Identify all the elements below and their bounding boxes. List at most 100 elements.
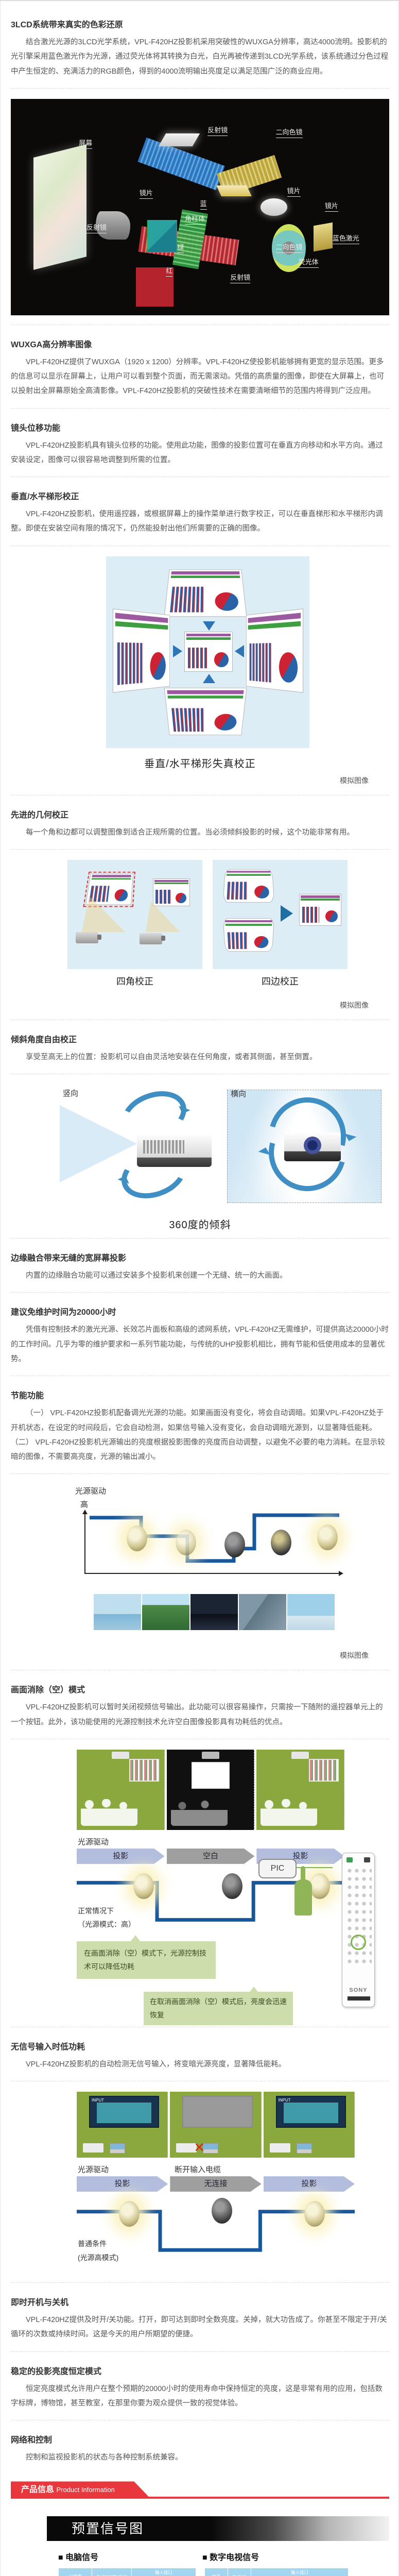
diagram-label: 蓝色激光 bbox=[332, 233, 359, 245]
mode-arrows: 投影 空白 投影 bbox=[77, 1848, 345, 1864]
arrow-projection: 投影 bbox=[77, 1848, 165, 1864]
pic-button[interactable]: PIC bbox=[258, 1858, 297, 1878]
banner-title-zh: 产品信息 bbox=[21, 2485, 55, 2495]
diagram-label: 红 bbox=[166, 265, 173, 277]
diagram-label: 二向色镜 bbox=[275, 127, 303, 139]
section-body: 凭借有控制技术的激光光源、长效芯片面板和高级的滤网系统，VPL-F420HZ无需… bbox=[11, 1326, 389, 1363]
diagram-label: 屏幕 bbox=[79, 138, 93, 149]
photo-night-city bbox=[190, 1594, 238, 1631]
phosphor-wheel-shape bbox=[272, 224, 306, 272]
section-body: VPL-F420HZ投影机具有镜头位移的功能。使用此功能，图像的投影位置可在垂直… bbox=[11, 441, 383, 464]
section-title: 镜头位移功能 bbox=[11, 423, 61, 433]
digital-tv-signal-header: ■ 数字电视信号 bbox=[202, 2553, 259, 2563]
section-body: VPL-F420HZ投影机可以暂时关闭视频信号输出。此功能可以很容易操作，只需按… bbox=[11, 1703, 383, 1726]
red-panel-shape bbox=[135, 267, 174, 307]
drive-label: 光源驱动 bbox=[78, 1837, 109, 1846]
figure-no-signal: INPUT ✕ INPUT 光源驱动 断开输入电缆 投影 bbox=[11, 2089, 389, 2283]
computer-signal-table: 分辨率fH [kHz]/fV [Hz]输入接口RGB *1DVI-D*3/HDM… bbox=[58, 2568, 197, 2576]
section-title: 即时开机与关机 bbox=[11, 2298, 69, 2308]
callout-brightness-restore: 在取消画面消除（空）模式后，亮度会迅速恢复 bbox=[144, 1986, 293, 2026]
section-title: 画面消除（空）模式 bbox=[11, 1686, 85, 1695]
3lcd-optical-diagram: 屏幕反射镜二向色镜镜片蓝镜片角柱体镜片蓝色激光绿荧光体反射镜红反射镜二向色镜 bbox=[11, 98, 389, 315]
figure-caption: 四角校正 bbox=[116, 976, 153, 987]
projection-scene bbox=[77, 1749, 165, 1830]
simulated-image-label: 模拟图像 bbox=[340, 776, 369, 785]
section-title: 网络和控制 bbox=[11, 2436, 53, 2445]
callout-power-saving: 在画面消除（空）模式下，光源控制技术可以降低功耗 bbox=[77, 1935, 216, 1979]
section-title: 节能功能 bbox=[11, 1392, 44, 1401]
horizontal-tilt-panel: 横向 bbox=[227, 1083, 381, 1206]
disconnected-scene: ✕ bbox=[170, 2092, 262, 2158]
lamp-dark bbox=[212, 2198, 232, 2224]
light-cone bbox=[82, 895, 125, 932]
diagram-label: 绿 bbox=[177, 242, 184, 253]
skewed-screen-top bbox=[164, 569, 247, 617]
section-energy-text: 节能功能 （一） VPL-F420HZ投影机配备调光光源的功能。如果画面没有变化… bbox=[11, 1383, 389, 1475]
section-title: WUXGA高分辨率图像 bbox=[11, 340, 92, 349]
section-geometry-text: 先进的几何校正 每一个角和边都可以调整图像到适合正规所需的位置。当必须倾斜投影的… bbox=[11, 803, 389, 850]
arrow-blank: 空白 bbox=[166, 1848, 255, 1864]
lens-disc-shape bbox=[261, 198, 287, 216]
prism-shape bbox=[147, 219, 178, 252]
pointing-hand-icon bbox=[294, 1866, 312, 1916]
diagram-label: 反射镜 bbox=[207, 125, 228, 137]
disconnect-x-icon: ✕ bbox=[194, 2140, 205, 2156]
diagram-label: 反射镜 bbox=[86, 222, 107, 234]
diagram-label: 蓝 bbox=[200, 198, 207, 210]
figure-energy: 光源驱动 高 模拟图像 bbox=[11, 1481, 389, 1671]
disconnect-label: 断开输入电缆 bbox=[175, 2165, 221, 2175]
connected-scene: INPUT bbox=[263, 2092, 355, 2158]
figure-blank-mode: 光源驱动 投影 空白 投影 正常情况下 （光源模式：高） 在画面消除（空）模式下… bbox=[11, 1747, 389, 2027]
axis-label: 光源驱动 bbox=[75, 1487, 107, 1496]
section-body: 恒定亮度模式允许用户在整个预期的20000小时的使用寿命中保持恒定的亮度，这是非… bbox=[11, 2384, 383, 2408]
light-source-drive-graph: 光源驱动 高 bbox=[11, 1484, 389, 1645]
skewed-screen-left bbox=[112, 608, 170, 693]
corrected-screen-center bbox=[184, 631, 233, 672]
lamp-dim bbox=[271, 1530, 291, 1556]
projection-scene bbox=[256, 1749, 345, 1830]
corrected-screen bbox=[299, 893, 341, 926]
projector-shape bbox=[76, 931, 101, 943]
photo-beach bbox=[93, 1594, 142, 1631]
diagram-label: 镜片 bbox=[325, 200, 339, 212]
lamp-bright bbox=[176, 1530, 196, 1556]
projector-front-view bbox=[284, 1132, 341, 1162]
section-body: 结合激光光源的3LCD光学系统，VPL-F420HZ投影机采用突破性的WUXGA… bbox=[11, 38, 389, 76]
dichroic-mirror-shape bbox=[216, 185, 252, 196]
section-body: 内置的边缘融合功能可以通过安装多个投影机来创建一个无缝、统一的大画面。 bbox=[26, 1272, 287, 1280]
arrow-no-connection: 无连接 bbox=[170, 2176, 262, 2192]
corner-correction-panel bbox=[67, 859, 202, 969]
section-title: 边缘融合带来无缝的宽屏幕投影 bbox=[11, 1254, 127, 1263]
figure-3lcd: 屏幕反射镜二向色镜镜片蓝镜片角柱体镜片蓝色激光绿荧光体反射镜红反射镜二向色镜 bbox=[11, 96, 389, 325]
skewed-screen-right bbox=[246, 608, 304, 693]
arrow-left-icon bbox=[235, 645, 244, 657]
digital-tv-signal-table: 信号fV [Hz]输入接口RGB/YPBPR*2DVI-D*3/HDMI*448… bbox=[204, 2568, 349, 2576]
lamp-bright bbox=[317, 1524, 338, 1551]
section-lens-shift: 镜头位移功能 VPL-F420HZ投影机具有镜头位移的功能。使用此功能，图像的投… bbox=[11, 416, 389, 478]
remote-control: SONY bbox=[342, 1852, 375, 2007]
figure-geometry: 四角校正 四边校正 模拟图像 bbox=[11, 857, 389, 1020]
projector-side-view bbox=[137, 1135, 212, 1167]
section-title: 先进的几何校正 bbox=[11, 810, 69, 820]
section-edge-blending: 边缘融合带来无缝的宽屏幕投影 内置的边缘融合功能可以通过安装多个投影机来创建一个… bbox=[11, 1246, 389, 1293]
figure-caption: 360度的倾斜 bbox=[169, 1219, 231, 1231]
figure-caption: 四边校正 bbox=[262, 976, 299, 987]
lamp-dark bbox=[224, 1532, 245, 1558]
arrow-down-icon bbox=[203, 621, 215, 631]
diagram-label: 荧光体 bbox=[298, 257, 319, 268]
section-body: 控制和监视投影机的状态与各种控制系统兼容。 bbox=[26, 2453, 183, 2462]
content-thumbnails bbox=[93, 1594, 335, 1631]
section-blank-text: 画面消除（空）模式 VPL-F420HZ投影机可以暂时关闭视频信号输出。此功能可… bbox=[11, 1677, 389, 1739]
normal-condition-label: 普通条件 (光源高模式) bbox=[78, 2240, 119, 2262]
distorted-screen bbox=[222, 869, 275, 903]
section-title: 倾斜角度自由校正 bbox=[11, 1035, 77, 1044]
lamp-bright bbox=[133, 1873, 154, 1899]
lamp-bright bbox=[304, 2201, 325, 2227]
light-cone bbox=[146, 901, 180, 932]
photo-sky bbox=[287, 1594, 335, 1631]
arrow-projection: 投影 bbox=[77, 2176, 168, 2192]
preset-signal-banner: 预置信号图 bbox=[47, 2516, 389, 2541]
section-title: 无信号输入时低功耗 bbox=[11, 2042, 85, 2052]
screen-shape bbox=[33, 144, 86, 270]
